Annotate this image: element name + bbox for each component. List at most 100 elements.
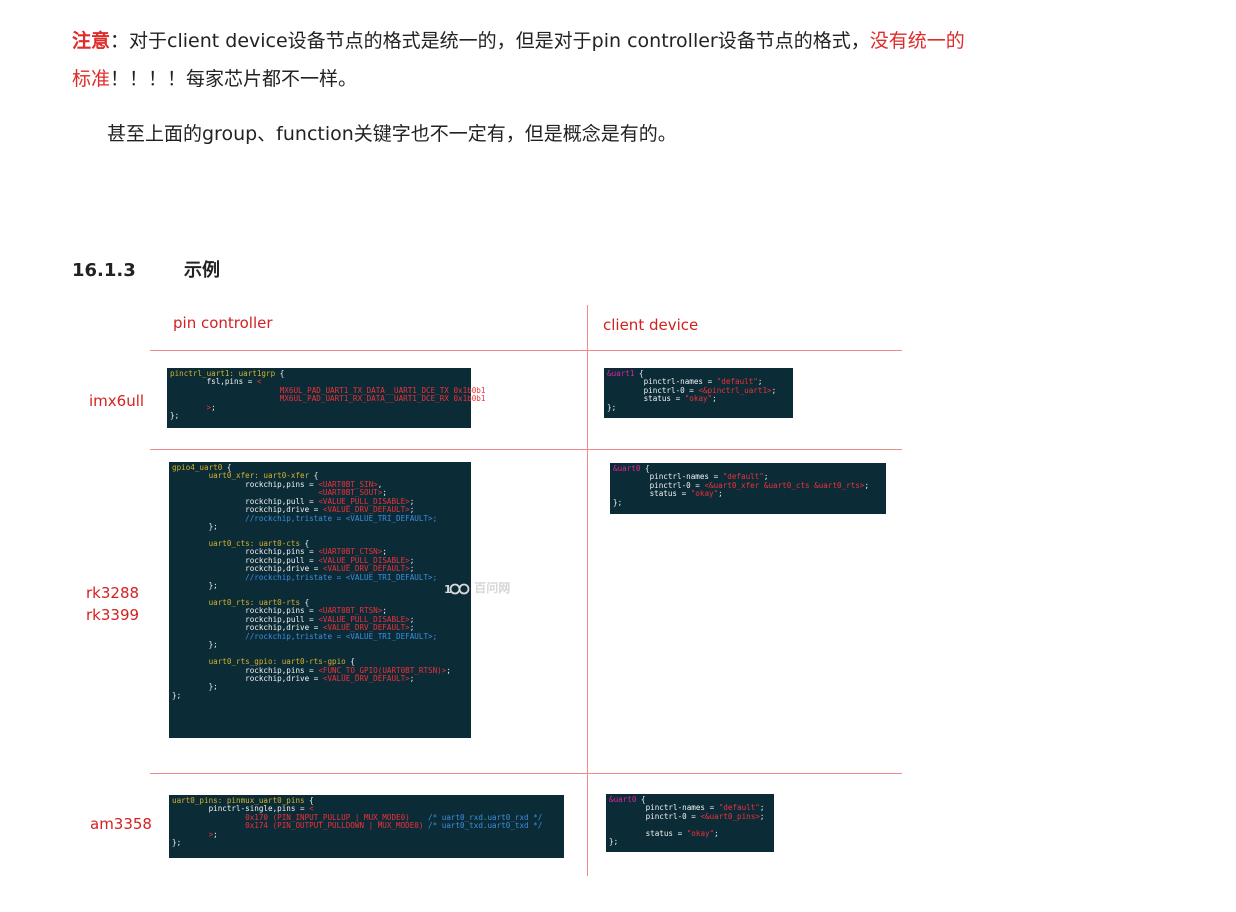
code-token: > xyxy=(170,402,212,412)
table-column-divider xyxy=(587,305,588,876)
code-token: rockchip,pull = xyxy=(172,614,319,624)
column-header-client-device: client device xyxy=(603,316,699,334)
code-token: ; xyxy=(759,803,765,813)
code-line: >; xyxy=(172,829,561,839)
code-token: { xyxy=(304,598,310,607)
code-token: { xyxy=(279,369,285,378)
code-token: rockchip,drive = xyxy=(172,673,323,683)
code-block-imx-client-device: &uart1 { pinctrl-names = "default"; pinc… xyxy=(604,368,793,418)
code-line: rockchip,drive = <VALUE_DRV_DEFAULT>; xyxy=(172,624,468,632)
code-line: pinctrl-0 = <&uart0_pins>; xyxy=(609,811,771,821)
code-line: }; xyxy=(172,838,561,847)
code-block-am-pin-controller: uart0_pins: pinmux_uart0_pins { pinctrl-… xyxy=(169,795,564,858)
code-block-rk-pin-controller: gpio4_uart0 { uart0_xfer: uart0-xfer { r… xyxy=(169,462,471,738)
code-token: uart0_xfer: uart0-xfer xyxy=(172,471,314,481)
code-token: pinctrl_uart1: uart1grp xyxy=(170,369,280,378)
code-line: MX6UL_PAD_UART1_TX_DATA__UART1_DCE_TX 0x… xyxy=(170,386,486,395)
table-row-divider xyxy=(150,449,902,450)
code-token: rockchip,drive = xyxy=(172,623,323,633)
code-token: ; xyxy=(712,394,717,404)
note-paragraph: 注意：对于client device设备节点的格式是统一的，但是对于pin co… xyxy=(72,22,1202,98)
code-token: ; xyxy=(718,489,723,499)
code-token: //rockchip,tristate = <VALUE_TRI_DEFAULT… xyxy=(172,513,438,523)
code-token: MX6UL_PAD_UART1_RX_DATA__UART1_DCE_RX 0x… xyxy=(170,394,486,404)
code-token: fsl,pins = xyxy=(170,377,257,387)
code-token: 0x174 (PIN_OUTPUT_PULLDOWN | MUX_MODE0) xyxy=(172,821,429,831)
code-token: ; xyxy=(446,665,451,675)
code-line: pinctrl-single,pins = < xyxy=(172,805,561,813)
row-label-line: rk3399 xyxy=(86,606,140,624)
code-token: uart0_pins: pinmux_uart0_pins xyxy=(172,796,310,805)
code-token: { xyxy=(350,657,355,667)
section-number: 16.1.3 xyxy=(72,260,136,281)
code-token: ; xyxy=(409,564,415,574)
code-token: ; xyxy=(382,547,387,557)
code-line: 0x170 (PIN_INPUT_PULLUP | MUX_MODE0) /* … xyxy=(172,812,561,822)
code-token: rockchip,drive = xyxy=(172,505,323,515)
code-token: status = xyxy=(609,828,687,838)
code-line: //rockchip,tristate = <VALUE_TRI_DEFAULT… xyxy=(172,572,468,582)
code-token: }; xyxy=(172,640,218,650)
code-token: <UART0BT_CTSN> xyxy=(318,547,383,557)
code-line: pinctrl_uart1: uart1grp { xyxy=(170,369,468,378)
code-line: uart0_xfer: uart0-xfer { xyxy=(172,472,468,480)
code-block-imx-pin-controller: pinctrl_uart1: uart1grp { fsl,pins = < M… xyxy=(167,368,486,428)
code-line: uart0_rts: uart0-rts { xyxy=(172,598,468,607)
code-token: <VALUE_PULL_DISABLE> xyxy=(318,555,410,565)
code-token: //rockchip,tristate = <VALUE_TRI_DEFAULT… xyxy=(172,572,438,582)
code-token: pinctrl-0 = xyxy=(609,811,701,821)
code-block-rk-client-device: &uart0 { pinctrl-names = "default"; pinc… xyxy=(610,463,886,514)
code-line: }; xyxy=(172,581,468,590)
code-token: { xyxy=(313,471,319,481)
row-label-rk: rk3288 rk3399 xyxy=(86,582,139,626)
code-line: fsl,pins = < xyxy=(170,378,468,386)
code-token: gpio4_uart0 xyxy=(172,463,227,472)
code-token: <VALUE_DRV_DEFAULT> xyxy=(322,623,410,633)
code-line: status = "okay"; xyxy=(609,828,771,838)
code-line: }; xyxy=(613,498,883,507)
code-token: /* uart0_txd.uart0_txd */ xyxy=(428,821,543,831)
code-line: &uart0 { xyxy=(613,464,883,473)
code-line: uart0_cts: uart0-cts { xyxy=(172,538,468,548)
code-line: rockchip,pull = <VALUE_PULL_DISABLE>; xyxy=(172,555,468,565)
code-token: status = xyxy=(613,489,691,499)
code-line: pinctrl-names = "default"; xyxy=(607,378,790,386)
code-token: { xyxy=(645,464,650,473)
code-token: pinctrl-names = xyxy=(609,803,719,813)
code-line: rockchip,pull = <VALUE_PULL_DISABLE>; xyxy=(172,614,468,624)
code-token: ; xyxy=(714,828,719,838)
code-token: , xyxy=(377,479,383,489)
watermark: 1 百问网 xyxy=(444,579,510,597)
row-label-line: rk3288 xyxy=(86,584,140,602)
code-token: pinctrl-single,pins = xyxy=(172,804,310,814)
code-token: }; xyxy=(172,522,218,532)
code-token: 0x170 (PIN_INPUT_PULLUP | MUX_MODE0) xyxy=(172,812,429,822)
code-token: ; xyxy=(213,829,218,839)
code-token: &uart0 xyxy=(609,795,642,804)
code-token: "okay" xyxy=(686,828,715,838)
code-line: }; xyxy=(172,690,468,700)
code-line: rockchip,drive = <VALUE_DRV_DEFAULT>; xyxy=(172,505,468,515)
code-token: uart0_rts: uart0-rts xyxy=(172,598,305,607)
code-token: <UART0BT_RTSN> xyxy=(318,606,383,616)
note-text-1: 对于client device设备节点的格式是统一的，但是对于pin contr… xyxy=(129,30,870,52)
code-line: pinctrl-0 = <&pinctrl_uart1>; xyxy=(607,386,790,395)
watermark-text: 百问网 xyxy=(474,581,511,595)
code-token: { xyxy=(309,796,314,805)
code-token: uart0_rts_gpio: uart0-rts-gpio xyxy=(172,657,351,667)
code-token: rockchip,pins = xyxy=(172,606,319,616)
code-token: ; xyxy=(409,623,415,633)
row-label-line: imx6ull xyxy=(89,392,145,410)
code-line: uart0_rts_gpio: uart0-rts-gpio { xyxy=(172,657,468,667)
code-token: }; xyxy=(172,690,182,700)
code-line: //rockchip,tristate = <VALUE_TRI_DEFAULT… xyxy=(172,513,468,523)
code-token: uart0_cts: uart0-cts xyxy=(172,538,305,548)
code-line: }; xyxy=(607,403,790,412)
code-token: ; xyxy=(763,472,769,482)
code-token: < xyxy=(256,377,262,387)
code-token: pinctrl-names = xyxy=(607,377,717,387)
code-line: rockchip,pins = <UART0BT_SIN>, xyxy=(172,479,468,489)
code-token: <FUNC_TO_GPIO(UART0BT_RTSN)> xyxy=(318,665,447,675)
code-token: <VALUE_DRV_DEFAULT> xyxy=(322,564,410,574)
